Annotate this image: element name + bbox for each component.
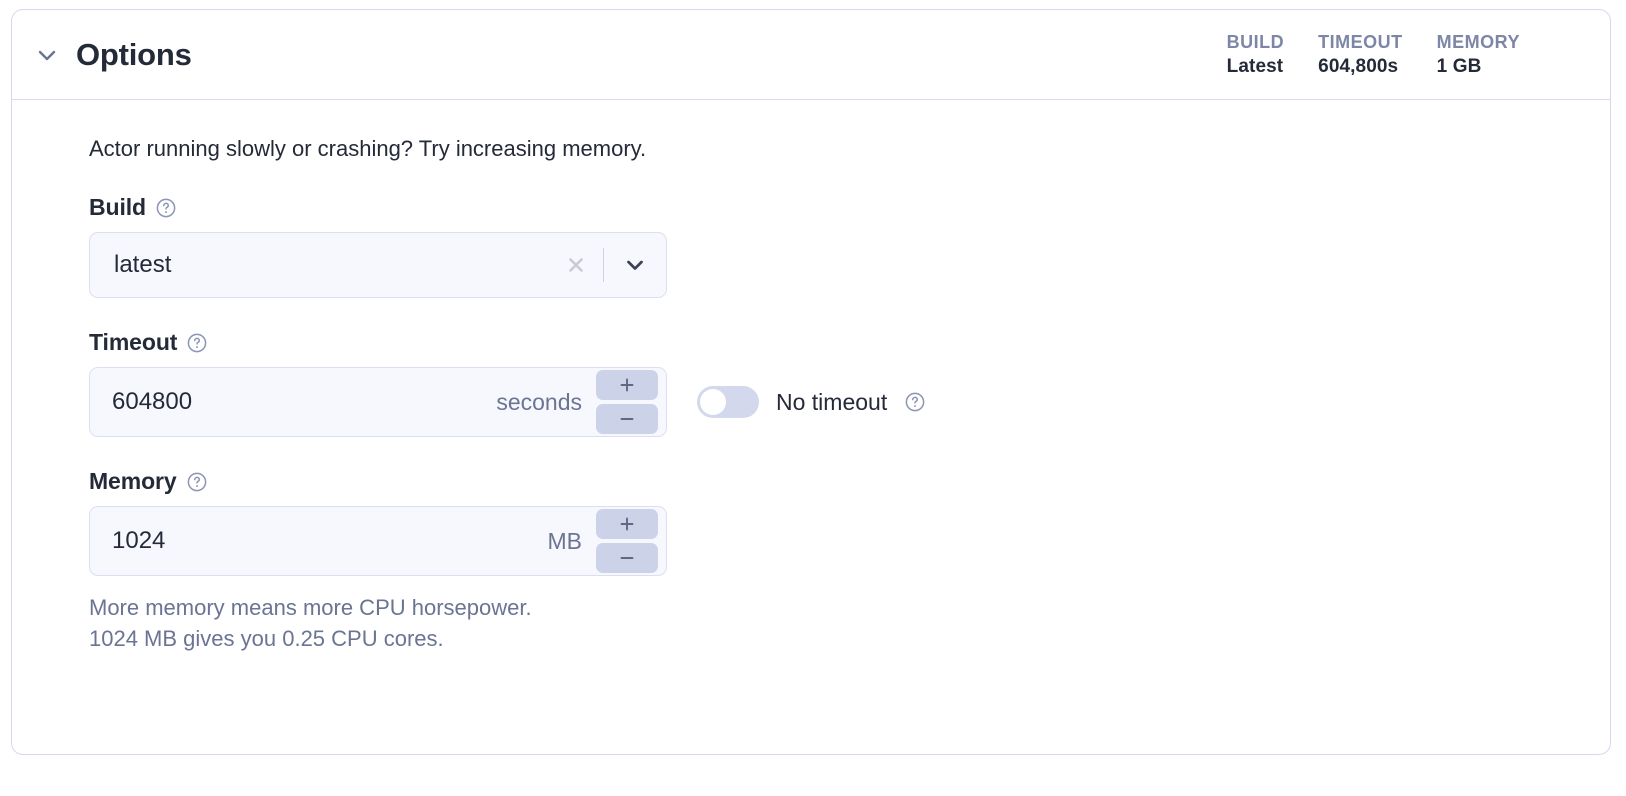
close-icon[interactable] bbox=[559, 248, 593, 282]
select-divider bbox=[602, 248, 604, 283]
timeout-unit: seconds bbox=[496, 388, 582, 415]
header-left: Options bbox=[34, 39, 192, 70]
stat-memory-label: MEMORY bbox=[1436, 31, 1520, 52]
help-circle-icon[interactable] bbox=[186, 332, 208, 354]
stat-timeout-value: 604,800s bbox=[1318, 55, 1399, 77]
stat-build-label: BUILD bbox=[1226, 31, 1285, 52]
build-label: Build bbox=[89, 194, 146, 221]
chevron-down-icon[interactable] bbox=[34, 42, 60, 68]
memory-field[interactable]: MB bbox=[89, 506, 667, 577]
page-title: Options bbox=[76, 37, 192, 72]
memory-increment-button[interactable] bbox=[596, 509, 658, 540]
memory-helper-line-2: 1024 MB gives you 0.25 CPU cores. bbox=[89, 625, 444, 651]
memory-stepper bbox=[596, 509, 658, 574]
stat-build-value: Latest bbox=[1226, 55, 1284, 77]
help-circle-icon[interactable] bbox=[155, 197, 177, 219]
header-stats: BUILD Latest TIMEOUT 604,800s MEMORY 1 G… bbox=[1227, 32, 1582, 78]
memory-decrement-button[interactable] bbox=[596, 543, 658, 574]
card-header: Options BUILD Latest TIMEOUT 604,800s ME… bbox=[12, 10, 1610, 100]
timeout-row: seconds bbox=[89, 367, 1610, 438]
memory-label: Memory bbox=[89, 468, 177, 495]
no-timeout-group: No timeout bbox=[697, 386, 926, 419]
memory-label-row: Memory bbox=[89, 468, 1610, 495]
options-card: Options BUILD Latest TIMEOUT 604,800s ME… bbox=[11, 9, 1611, 755]
build-label-row: Build bbox=[89, 194, 1610, 221]
toggle-knob bbox=[700, 389, 726, 416]
stat-memory-value: 1 GB bbox=[1436, 55, 1482, 77]
help-circle-icon[interactable] bbox=[186, 471, 208, 493]
stat-build: BUILD Latest bbox=[1227, 32, 1285, 78]
no-timeout-label: No timeout bbox=[776, 388, 888, 415]
no-timeout-toggle[interactable] bbox=[697, 386, 759, 419]
memory-helper-text: More memory means more CPU horsepower. 1… bbox=[89, 593, 1610, 654]
stat-memory: MEMORY 1 GB bbox=[1437, 32, 1520, 78]
timeout-field[interactable]: seconds bbox=[89, 367, 667, 438]
memory-row: MB bbox=[89, 506, 1610, 577]
stat-timeout-label: TIMEOUT bbox=[1318, 31, 1403, 52]
card-body: Actor running slowly or crashing? Try in… bbox=[12, 100, 1610, 654]
memory-helper-line-1: More memory means more CPU horsepower. bbox=[89, 595, 532, 621]
timeout-decrement-button[interactable] bbox=[596, 404, 658, 435]
memory-input[interactable] bbox=[112, 527, 548, 556]
chevron-down-icon[interactable] bbox=[618, 248, 652, 282]
build-select-value: latest bbox=[114, 251, 172, 279]
build-select[interactable]: latest bbox=[89, 232, 667, 299]
timeout-label-row: Timeout bbox=[89, 329, 1610, 356]
intro-text: Actor running slowly or crashing? Try in… bbox=[89, 136, 647, 161]
timeout-stepper bbox=[596, 370, 658, 435]
timeout-label: Timeout bbox=[89, 329, 178, 356]
timeout-increment-button[interactable] bbox=[596, 370, 658, 401]
timeout-input[interactable] bbox=[112, 388, 497, 417]
help-circle-icon[interactable] bbox=[904, 391, 926, 413]
memory-unit: MB bbox=[547, 527, 583, 554]
stat-timeout: TIMEOUT 604,800s bbox=[1318, 32, 1403, 78]
